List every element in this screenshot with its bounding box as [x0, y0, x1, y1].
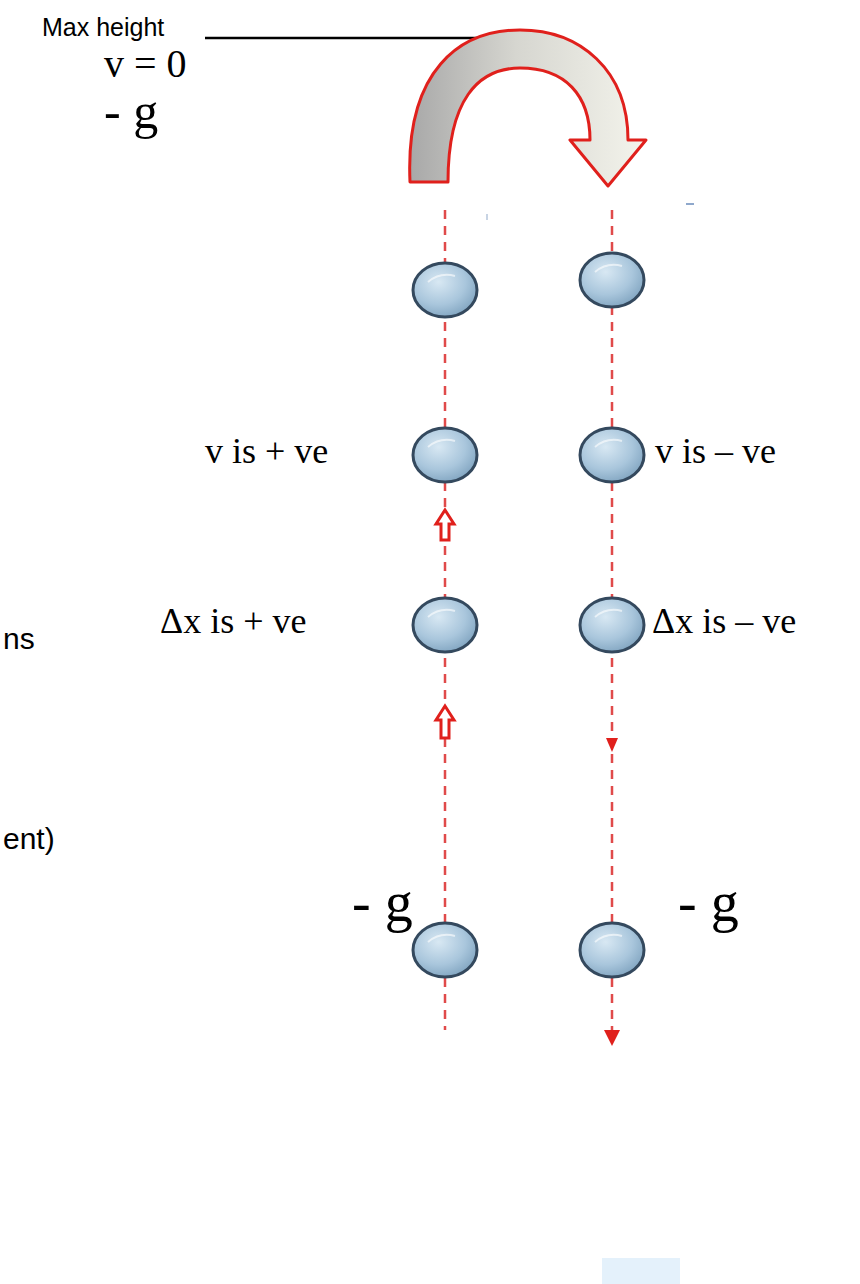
stray-patch [602, 1258, 680, 1284]
ball [580, 923, 644, 977]
ball-highlight [428, 275, 455, 282]
up-arrow [436, 510, 454, 540]
down-arrowhead [606, 738, 618, 752]
ball-highlight [428, 610, 455, 617]
up-arrow [436, 706, 454, 738]
ball-highlight [595, 610, 622, 617]
acceleration-label: - g [678, 872, 739, 934]
truncated-note: ent) [3, 822, 55, 855]
ball-highlight [428, 935, 455, 942]
ball-highlight [595, 935, 622, 942]
velocity-label: v = 0 [104, 42, 187, 86]
ball [413, 428, 477, 482]
displacement-sign-label: Δx is + ve [160, 602, 306, 642]
acceleration-label: - g [104, 84, 158, 139]
down-arrowhead [604, 1030, 620, 1046]
ball [413, 263, 477, 317]
turnaround-arrow [410, 30, 646, 186]
ball-highlight [428, 440, 455, 447]
ball-highlight [595, 265, 622, 272]
truncated-note: ns [3, 622, 35, 655]
acceleration-label: - g [352, 872, 413, 934]
ball [413, 598, 477, 652]
stray-mark [486, 214, 488, 220]
ball [580, 428, 644, 482]
ball-highlight [595, 440, 622, 447]
velocity-sign-label: v is – ve [655, 432, 776, 472]
stray-mark [686, 203, 694, 205]
ball [413, 923, 477, 977]
velocity-sign-label: v is + ve [205, 432, 328, 472]
ball [580, 598, 644, 652]
ball [580, 253, 644, 307]
displacement-sign-label: Δx is – ve [652, 602, 796, 642]
height-marker-label: Max height [42, 14, 164, 42]
